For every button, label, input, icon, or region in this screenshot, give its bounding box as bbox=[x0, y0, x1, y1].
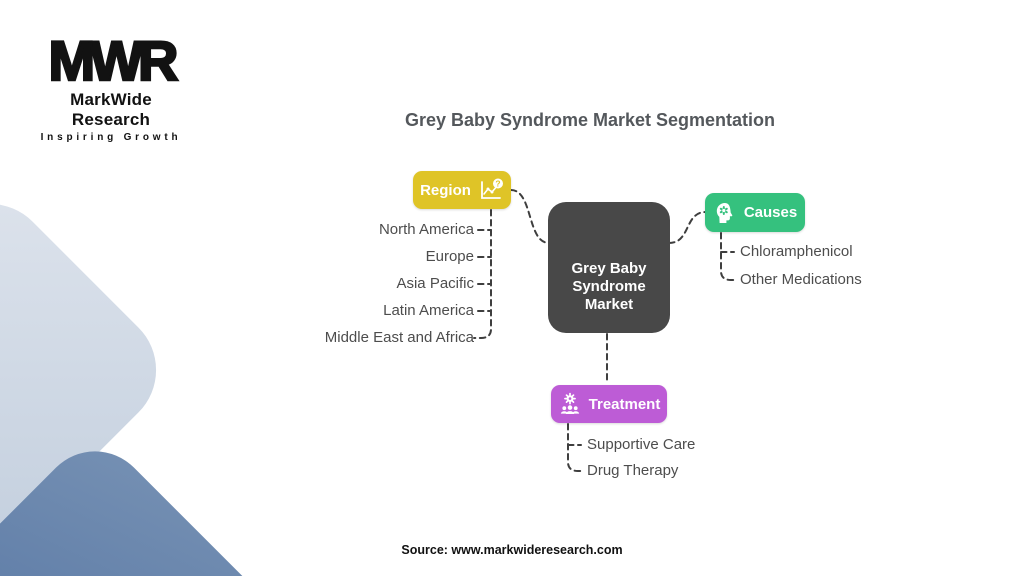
connector-causes-trunk bbox=[720, 232, 737, 281]
logo-name: MarkWide Research bbox=[70, 90, 152, 129]
page-title: Grey Baby Syndrome Market Segmentation bbox=[404, 110, 776, 130]
branch-node-region: Region ? bbox=[413, 171, 511, 209]
region-item-latin-america: Latin America bbox=[383, 302, 474, 319]
chart-question-icon: ? bbox=[478, 178, 504, 202]
gear-people-icon bbox=[558, 392, 582, 416]
causes-item-chloramphenicol: Chloramphenicol bbox=[740, 243, 853, 260]
region-item-north-america: North America bbox=[378, 221, 474, 238]
connector-center-to-causes bbox=[668, 211, 707, 244]
center-node-line: Grey Baby bbox=[571, 260, 647, 277]
connector-region-to-center bbox=[510, 189, 550, 244]
treatment-item-supportive-care: Supportive Care bbox=[587, 436, 696, 453]
center-node-line: Syndrome bbox=[572, 278, 646, 295]
logo-monogram: MWR bbox=[47, 28, 179, 93]
branch-node-treatment: Treatment bbox=[551, 385, 667, 423]
center-node-line: Market bbox=[584, 296, 634, 313]
logo-tagline: Inspiring Growth bbox=[40, 132, 182, 143]
connector-treatment-trunk bbox=[567, 423, 584, 472]
center-node-grey-baby-syndrome-market: Grey Baby Syndrome Market bbox=[548, 202, 670, 333]
branch-node-causes: Causes bbox=[705, 193, 805, 232]
source-attribution: Source: www.markwideresearch.com bbox=[401, 543, 623, 557]
region-item-asia-pacific: Asia Pacific bbox=[396, 275, 474, 292]
region-item-middle-east-africa: Middle East and Africa bbox=[324, 329, 474, 346]
region-node-label: Region bbox=[420, 181, 471, 199]
connector-region-trunk bbox=[473, 209, 492, 339]
head-gear-icon bbox=[713, 201, 737, 225]
region-item-europe: Europe bbox=[425, 248, 474, 265]
treatment-item-drug-therapy: Drug Therapy bbox=[587, 462, 679, 479]
causes-item-other-medications: Other Medications bbox=[740, 271, 862, 288]
markwide-logo: MWR MarkWide Research Inspiring Growth bbox=[33, 28, 189, 143]
treatment-node-label: Treatment bbox=[588, 395, 661, 413]
svg-text:?: ? bbox=[495, 179, 500, 189]
causes-node-label: Causes bbox=[743, 204, 798, 221]
